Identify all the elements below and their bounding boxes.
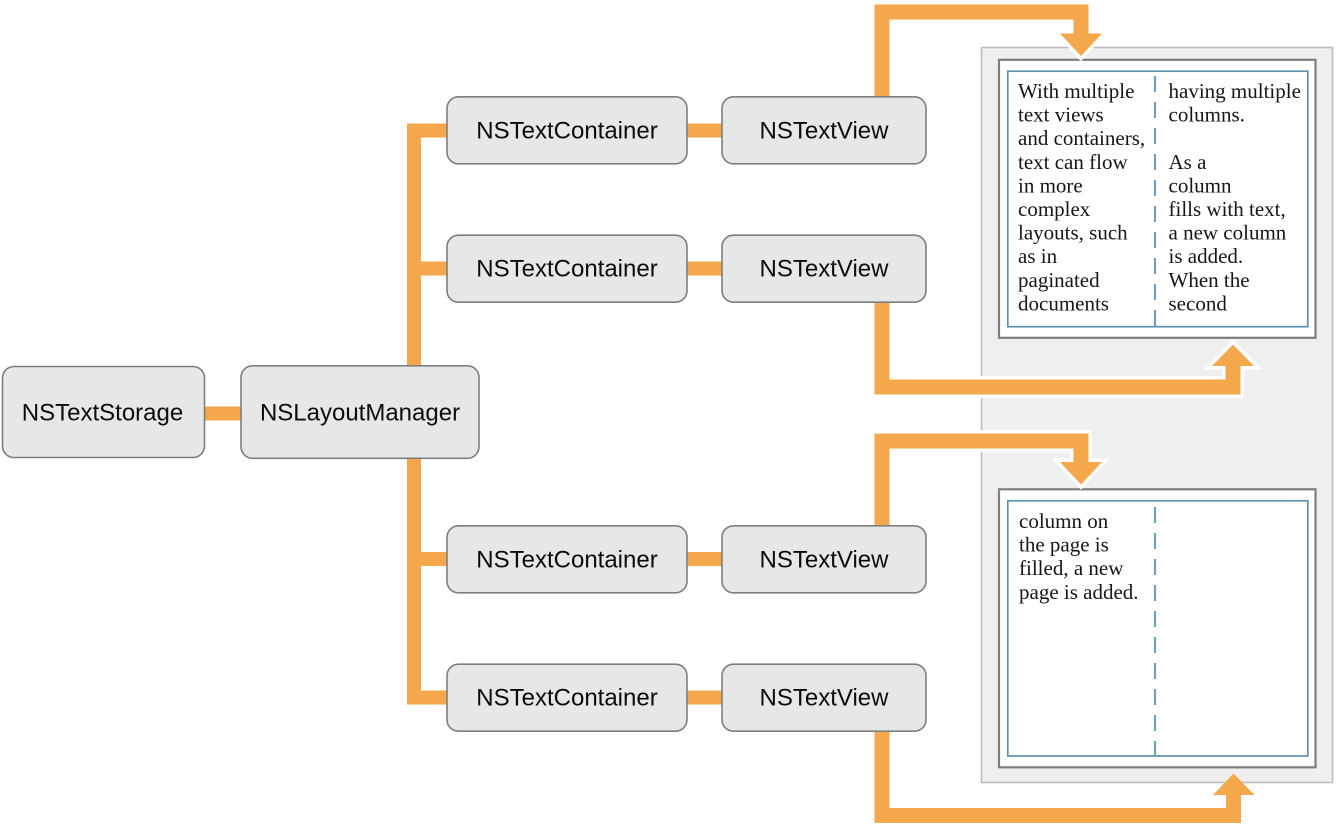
- svg-text:NSLayoutManager: NSLayoutManager: [260, 399, 460, 426]
- svg-text:As a: As a: [1169, 150, 1208, 174]
- svg-text:NSTextView: NSTextView: [760, 685, 890, 712]
- svg-text:NSTextView: NSTextView: [760, 546, 890, 573]
- svg-text:NSTextView: NSTextView: [760, 256, 890, 283]
- svg-text:NSTextContainer: NSTextContainer: [476, 546, 657, 573]
- svg-text:is added.: is added.: [1169, 244, 1244, 268]
- svg-text:page is added.: page is added.: [1019, 580, 1139, 604]
- svg-text:NSTextStorage: NSTextStorage: [22, 399, 183, 426]
- svg-text:filled, a new: filled, a new: [1019, 556, 1124, 580]
- svg-text:having multiple: having multiple: [1169, 79, 1301, 103]
- svg-text:as in: as in: [1018, 244, 1058, 268]
- svg-text:text views: text views: [1018, 103, 1104, 127]
- svg-text:the page is: the page is: [1019, 533, 1109, 557]
- svg-text:layouts, such: layouts, such: [1018, 221, 1128, 245]
- svg-text:paginated: paginated: [1018, 268, 1100, 292]
- svg-text:column on: column on: [1019, 509, 1109, 533]
- svg-text:documents: documents: [1018, 291, 1109, 315]
- svg-text:in more: in more: [1018, 173, 1083, 197]
- svg-text:With multiple: With multiple: [1018, 79, 1134, 103]
- svg-text:and containers,: and containers,: [1018, 126, 1145, 150]
- svg-text:NSTextContainer: NSTextContainer: [476, 256, 657, 283]
- svg-text:complex: complex: [1018, 197, 1091, 221]
- svg-text:NSTextView: NSTextView: [760, 117, 890, 144]
- svg-text:second: second: [1169, 291, 1228, 315]
- svg-text:When the: When the: [1169, 268, 1250, 292]
- svg-text:NSTextContainer: NSTextContainer: [476, 117, 657, 144]
- svg-text:columns.: columns.: [1169, 103, 1245, 127]
- svg-text:NSTextContainer: NSTextContainer: [476, 685, 657, 712]
- svg-text:a new column: a new column: [1169, 221, 1287, 245]
- svg-text:column: column: [1169, 173, 1232, 197]
- svg-text:fills with text,: fills with text,: [1169, 197, 1286, 221]
- svg-text:text can flow: text can flow: [1018, 150, 1128, 174]
